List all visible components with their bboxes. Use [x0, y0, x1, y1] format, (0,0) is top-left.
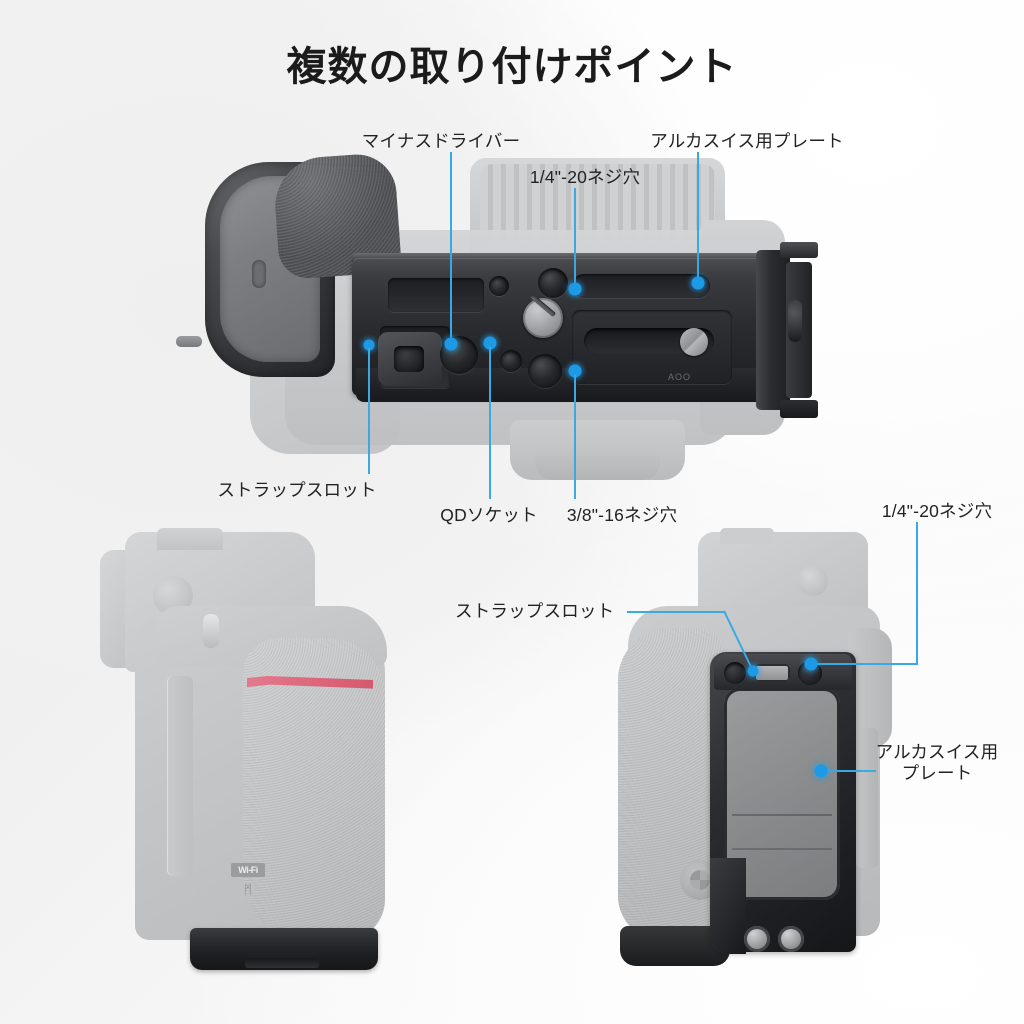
leader-line-strap-slot-side-diagonal — [723, 610, 754, 672]
ghost-lens-ring — [480, 164, 715, 242]
callout-dot-minus-driver — [444, 337, 458, 351]
base-screw-left — [744, 926, 770, 952]
leader-line-arca-swiss-side — [822, 770, 876, 772]
leader-line-arca-swiss-top — [697, 152, 699, 282]
callout-dot-three-eighth-16 — [568, 364, 582, 378]
callout-label-qd-socket: QDソケット — [440, 505, 538, 525]
l-bracket-window-line-2 — [732, 848, 832, 850]
leader-line-quarter-20-side-horizontal — [812, 663, 918, 665]
callout-label-strap-slot-side: ストラップスロット — [455, 601, 615, 621]
page-title: 複数の取り付けポイント — [286, 45, 738, 89]
wifi-icon: Wi-Fi — [231, 863, 265, 877]
callout-label-arca-swiss-top: アルカスイス用プレート — [650, 131, 844, 151]
callout-label-three-eighth-16: 3/8"-16ネジ穴 — [566, 505, 678, 525]
base-plate-slot — [245, 958, 319, 968]
ghost-hotshoe-hump-left — [720, 528, 774, 544]
callout-dot-qd-socket — [483, 336, 497, 350]
callout-dot-arca-swiss-top — [691, 276, 705, 290]
screw-hole-14-20 — [538, 268, 568, 298]
l-bracket-arm-tab-bottom — [780, 400, 818, 418]
l-bracket-vertical-arm — [756, 250, 790, 410]
callout-label-arca-swiss-side-line1: アルカスイス用 — [875, 742, 999, 762]
callout-label-arca-swiss-side: アルカスイス用 プレート — [876, 742, 999, 785]
qd-socket-hole — [394, 346, 424, 372]
leader-line-quarter-20-top — [574, 188, 576, 288]
callout-dot-quarter-20-top — [568, 282, 582, 296]
bottom-right-view-image — [598, 528, 892, 980]
side-nub — [176, 336, 202, 347]
leader-line-strap-slot-side — [627, 611, 725, 613]
callout-dot-strap-slot-side — [747, 665, 759, 677]
ghost-port-door — [167, 676, 193, 876]
eyecup-slot — [252, 260, 266, 288]
leader-line-qd-socket — [489, 347, 491, 499]
ghost-hotshoe-hump — [157, 528, 223, 550]
screw-hole-small-a — [500, 350, 522, 372]
base-screw-right — [778, 926, 804, 952]
plate-pocket-1 — [388, 278, 484, 312]
ghost-lever — [203, 614, 219, 648]
l-bracket-arm-notch — [788, 300, 802, 342]
callout-label-strap-slot-top: ストラップスロット — [217, 480, 377, 500]
callout-dot-quarter-20-side — [804, 657, 818, 671]
callout-label-quarter-20-top: 1/4"-20ネジ穴 — [529, 167, 641, 187]
arca-slot-knob — [680, 328, 708, 356]
leader-line-strap-slot-top — [368, 348, 370, 474]
ghost-side-tab — [856, 728, 878, 868]
l-bracket-arm-tab-top — [780, 242, 818, 258]
plate-brand-mark: AOO — [668, 372, 692, 382]
screw-hole-38-16-b — [528, 354, 562, 388]
ghost-tripod-foot-tip — [535, 450, 660, 480]
l-bracket-window-line-1 — [732, 814, 832, 816]
leader-line-quarter-20-side-vertical — [916, 522, 918, 664]
leader-line-minus-driver — [450, 152, 452, 344]
callout-dot-strap-slot-top — [363, 339, 375, 351]
callout-label-quarter-20-side: 1/4"-20ネジ穴 — [881, 501, 993, 521]
l-bracket-hole-left — [724, 662, 746, 684]
bottom-left-view-image: Wi-Fi ᛗ — [95, 528, 425, 980]
top-view-image: AOO — [176, 150, 818, 480]
callout-dot-arca-swiss-side — [814, 764, 828, 778]
callout-label-minus-driver: マイナスドライバー — [361, 131, 521, 151]
leader-line-three-eighth-16 — [574, 375, 576, 499]
callout-label-arca-swiss-side-line2: プレート — [901, 763, 973, 784]
screw-hole-small-b — [489, 276, 509, 296]
ghost-rear-knob-inner — [690, 870, 710, 890]
l-bracket-strap-slot — [754, 664, 790, 682]
ghost-dial-left — [798, 566, 828, 596]
plate-pocket-3 — [572, 274, 710, 298]
bluetooth-icon: ᛗ — [244, 882, 252, 897]
l-bracket-lower-arm — [710, 858, 746, 954]
